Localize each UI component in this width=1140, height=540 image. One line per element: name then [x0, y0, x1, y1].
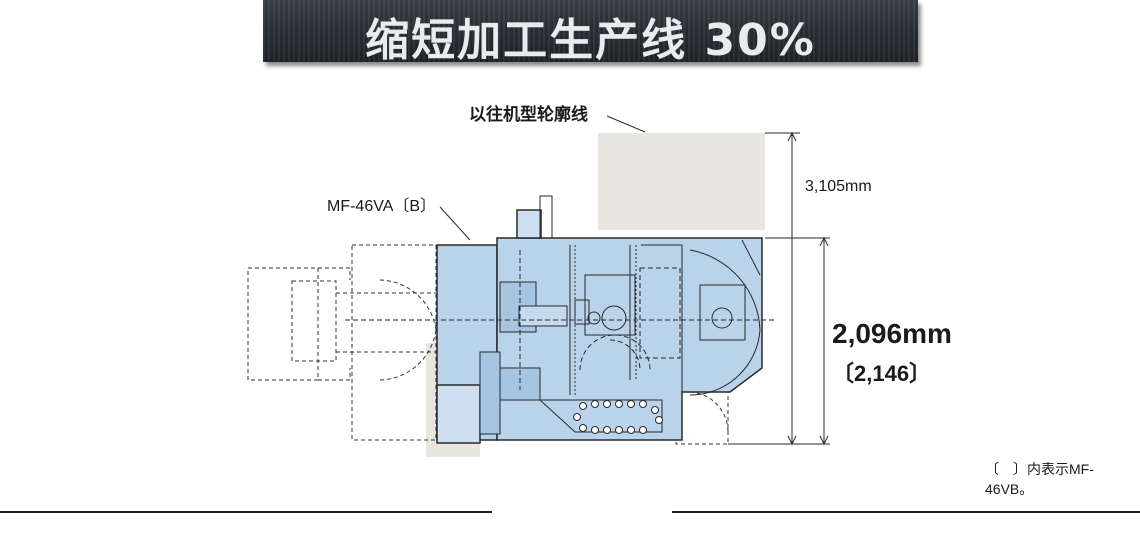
bottom-rule-right — [672, 511, 1140, 513]
hidden-lines — [345, 250, 776, 390]
banner-title: 缩短加工生产线 30% — [365, 15, 816, 66]
leader-lines — [439, 115, 646, 241]
previous-model-outline — [426, 133, 765, 457]
new-height-dimension: 2,096mm — [832, 318, 952, 349]
dashed-left-structures — [247, 244, 729, 445]
bottom-rule-left — [0, 511, 492, 513]
previous-model-outline-label: 以往机型轮廓线 — [469, 105, 588, 124]
title-banner: 缩短加工生产线 30% — [263, 0, 918, 66]
model-label: MF-46VA〔B〕 — [327, 198, 437, 215]
tool-magazine — [573, 400, 663, 434]
previous-height-dimension: 3,105mm — [805, 178, 872, 195]
footnote: 〔 〕内表示MF-46VB。 — [985, 461, 1094, 497]
dimension-lines — [728, 131, 830, 446]
vb-height-dimension: 〔2,146〕 — [832, 361, 932, 386]
